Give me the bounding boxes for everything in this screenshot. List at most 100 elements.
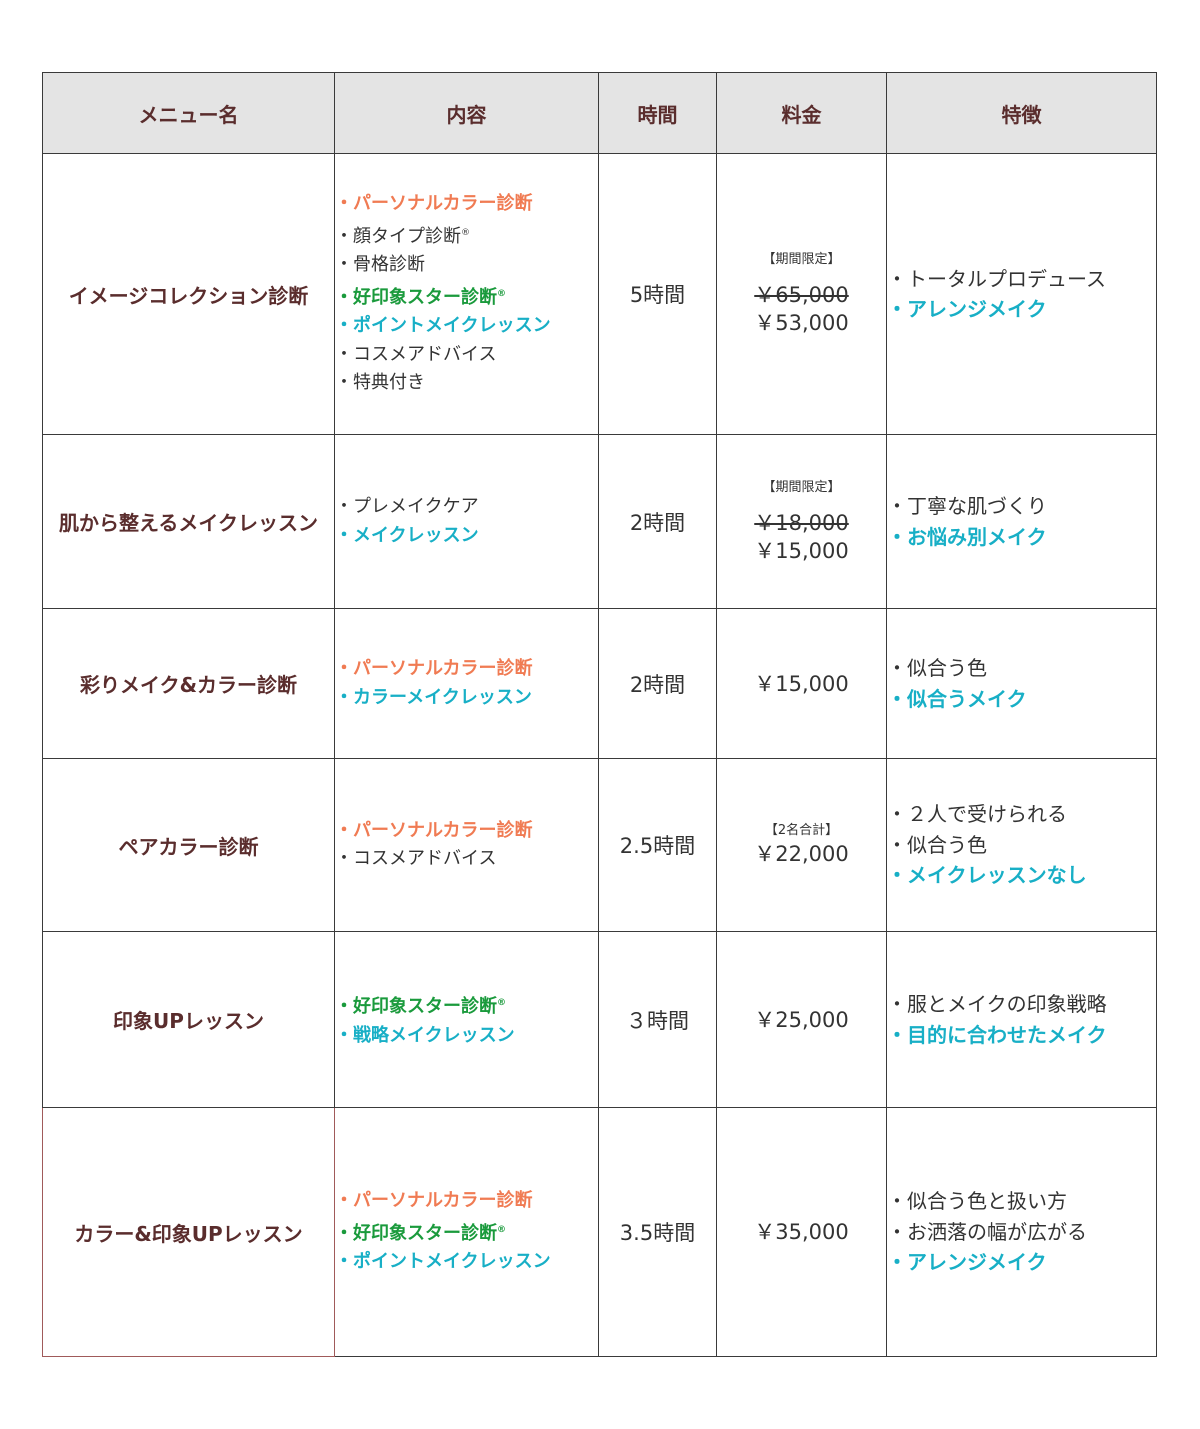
- registered-mark: ®: [497, 1224, 506, 1235]
- content-cell: パーソナルカラー診断 顔タイプ診断® 骨格診断 好印象スター診断® ポイントメイ…: [334, 153, 599, 435]
- original-price: ￥18,000: [754, 510, 849, 535]
- menu-name: 彩りメイク&カラー診断: [42, 608, 335, 759]
- content-list: パーソナルカラー診断 コスメアドバイス: [335, 817, 598, 874]
- table-row: 肌から整えるメイクレッスン プレメイクケア メイクレッスン 2時間 【期間限定】…: [42, 434, 1157, 609]
- content-cell: パーソナルカラー診断 コスメアドバイス: [334, 758, 599, 932]
- header-row: メニュー名 内容 時間 料金 特徴: [42, 72, 1157, 154]
- feature-item: メイクレッスンなし: [887, 860, 1156, 891]
- features-list: ２人で受けられる 似合う色 メイクレッスンなし: [887, 799, 1156, 891]
- features-cell: 丁寧な肌づくり お悩み別メイク: [886, 434, 1157, 609]
- duration: 3.5時間: [598, 1107, 717, 1357]
- menu-name: カラー&印象UPレッスン: [42, 1107, 335, 1357]
- menu-table: メニュー名 内容 時間 料金 特徴 イメージコレクション診断 パーソナルカラー診…: [42, 72, 1157, 1357]
- list-item: 骨格診断: [335, 251, 598, 280]
- feature-item: 目的に合わせたメイク: [887, 1020, 1156, 1051]
- feature-item: お洒落の幅が広がる: [887, 1217, 1156, 1248]
- features-cell: ２人で受けられる 似合う色 メイクレッスンなし: [886, 758, 1157, 932]
- list-item: プレメイクケア: [335, 493, 598, 522]
- table-row: カラー&印象UPレッスン パーソナルカラー診断 好印象スター診断® ポイントメイ…: [42, 1107, 1157, 1357]
- features-list: 服とメイクの印象戦略 目的に合わせたメイク: [887, 989, 1156, 1050]
- features-cell: トータルプロデュース アレンジメイク: [886, 153, 1157, 435]
- price-note: 【2名合計】: [764, 823, 839, 838]
- features-list: 似合う色 似合うメイク: [887, 653, 1156, 714]
- registered-mark: ®: [497, 288, 506, 299]
- feature-item: 丁寧な肌づくり: [887, 491, 1156, 522]
- feature-item: トータルプロデュース: [887, 264, 1156, 295]
- content-list: パーソナルカラー診断 好印象スター診断® ポイントメイクレッスン: [335, 1187, 598, 1277]
- content-cell: 好印象スター診断® 戦略メイクレッスン: [334, 931, 599, 1108]
- menu-name: 肌から整えるメイクレッスン: [42, 434, 335, 609]
- list-item: 顔タイプ診断®: [335, 219, 598, 252]
- features-cell: 似合う色 似合うメイク: [886, 608, 1157, 759]
- duration: ３時間: [598, 931, 717, 1108]
- registered-mark: ®: [461, 227, 470, 238]
- header-price: 料金: [716, 72, 887, 154]
- price-cell: 【期間限定】 ￥18,000 ￥15,000: [716, 434, 887, 609]
- duration: 2時間: [598, 608, 717, 759]
- feature-item: 似合うメイク: [887, 684, 1156, 715]
- content-cell: パーソナルカラー診断 好印象スター診断® ポイントメイクレッスン: [334, 1107, 599, 1357]
- content-list: パーソナルカラー診断 カラーメイクレッスン: [335, 655, 598, 712]
- price-value: ￥22,000: [754, 842, 849, 866]
- features-list: 丁寧な肌づくり お悩み別メイク: [887, 491, 1156, 552]
- content-cell: パーソナルカラー診断 カラーメイクレッスン: [334, 608, 599, 759]
- content-list: パーソナルカラー診断 顔タイプ診断® 骨格診断 好印象スター診断® ポイントメイ…: [335, 190, 598, 398]
- price-cell: 【2名合計】 ￥22,000: [716, 758, 887, 932]
- registered-mark: ®: [497, 998, 506, 1008]
- list-item: コスメアドバイス: [335, 845, 598, 874]
- price-note: 【期間限定】: [762, 479, 841, 495]
- table-row: 彩りメイク&カラー診断 パーソナルカラー診断 カラーメイクレッスン 2時間 ￥1…: [42, 608, 1157, 759]
- price-value: ￥35,000: [754, 1220, 849, 1244]
- feature-item: 似合う色と扱い方: [887, 1186, 1156, 1217]
- features-cell: 似合う色と扱い方 お洒落の幅が広がる アレンジメイク: [886, 1107, 1157, 1357]
- table-row: ペアカラー診断 パーソナルカラー診断 コスメアドバイス 2.5時間 【2名合計】…: [42, 758, 1157, 932]
- list-item: カラーメイクレッスン: [335, 684, 598, 713]
- list-item: 戦略メイクレッスン: [335, 1022, 598, 1051]
- duration: 2.5時間: [598, 758, 717, 932]
- price-cell: ￥25,000: [716, 931, 887, 1108]
- menu-name: ペアカラー診断: [42, 758, 335, 932]
- feature-item: 服とメイクの印象戦略: [887, 989, 1156, 1020]
- feature-item: アレンジメイク: [887, 1247, 1156, 1278]
- list-item: コスメアドバイス: [335, 341, 598, 370]
- features-cell: 服とメイクの印象戦略 目的に合わせたメイク: [886, 931, 1157, 1108]
- duration: 2時間: [598, 434, 717, 609]
- price-value: ￥25,000: [754, 1007, 849, 1032]
- sale-price: ￥53,000: [754, 311, 849, 335]
- original-price: ￥65,000: [754, 283, 849, 307]
- list-item: パーソナルカラー診断: [335, 190, 598, 219]
- price-note: 【期間限定】: [762, 252, 841, 267]
- features-list: トータルプロデュース アレンジメイク: [887, 264, 1156, 325]
- menu-name: 印象UPレッスン: [42, 931, 335, 1108]
- table-row: イメージコレクション診断 パーソナルカラー診断 顔タイプ診断® 骨格診断 好印象…: [42, 153, 1157, 435]
- list-item: ポイントメイクレッスン: [335, 312, 598, 341]
- content-cell: プレメイクケア メイクレッスン: [334, 434, 599, 609]
- feature-item: アレンジメイク: [887, 294, 1156, 325]
- header-content: 内容: [334, 72, 599, 154]
- feature-item: お悩み別メイク: [887, 522, 1156, 553]
- duration: 5時間: [598, 153, 717, 435]
- price-cell: ￥15,000: [716, 608, 887, 759]
- price-cell: ￥35,000: [716, 1107, 887, 1357]
- feature-item: ２人で受けられる: [887, 799, 1156, 830]
- features-list: 似合う色と扱い方 お洒落の幅が広がる アレンジメイク: [887, 1186, 1156, 1278]
- menu-name: イメージコレクション診断: [42, 153, 335, 435]
- list-item: 好印象スター診断®: [335, 989, 598, 1022]
- table-row: 印象UPレッスン 好印象スター診断® 戦略メイクレッスン ３時間 ￥25,000…: [42, 931, 1157, 1108]
- list-item: ポイントメイクレッスン: [335, 1248, 598, 1277]
- content-list: 好印象スター診断® 戦略メイクレッスン: [335, 989, 598, 1050]
- list-item: 特典付き: [335, 369, 598, 398]
- list-item: パーソナルカラー診断: [335, 655, 598, 684]
- header-name: メニュー名: [42, 72, 335, 154]
- feature-item: 似合う色: [887, 653, 1156, 684]
- feature-item: 似合う色: [887, 830, 1156, 861]
- list-item: パーソナルカラー診断: [335, 817, 598, 846]
- price-value: ￥15,000: [754, 671, 849, 696]
- list-item: パーソナルカラー診断: [335, 1187, 598, 1216]
- header-time: 時間: [598, 72, 717, 154]
- content-list: プレメイクケア メイクレッスン: [335, 493, 598, 550]
- list-item: 好印象スター診断®: [335, 1216, 598, 1249]
- header-features: 特徴: [886, 72, 1157, 154]
- list-item: メイクレッスン: [335, 522, 598, 551]
- sale-price: ￥15,000: [754, 538, 849, 563]
